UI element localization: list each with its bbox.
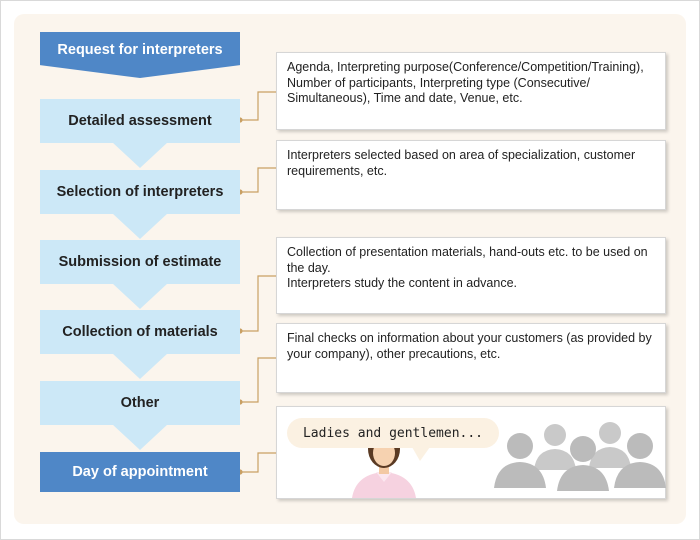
connector-assessment bbox=[240, 91, 276, 121]
note-card-other: Final checks on information about your c… bbox=[276, 323, 666, 393]
step-collection-of-materials: Collection of materials bbox=[40, 310, 240, 354]
step-day-of-appointment: Day of appointment bbox=[40, 452, 240, 492]
connector-materials bbox=[240, 275, 276, 332]
connector-day bbox=[240, 452, 276, 473]
speech-bubble: Ladies and gentlemen... bbox=[287, 418, 499, 448]
speech-bubble-tail bbox=[412, 447, 430, 461]
audience-icon bbox=[534, 422, 631, 470]
connector-other bbox=[240, 357, 276, 403]
note-card-selection: Interpreters selected based on area of s… bbox=[276, 140, 666, 210]
step-submission-of-estimate: Submission of estimate bbox=[40, 240, 240, 284]
note-selection-text: Interpreters selected based on area of s… bbox=[287, 148, 636, 178]
note-card-materials: Collection of presentation materials, ha… bbox=[276, 237, 666, 314]
step-other: Other bbox=[40, 381, 240, 425]
step-detailed-assessment: Detailed assessment bbox=[40, 99, 240, 143]
note-card-assessment: Agenda, Interpreting purpose(Conference/… bbox=[276, 52, 666, 130]
note-other-text: Final checks on information about your c… bbox=[287, 331, 652, 361]
note-materials-line2: Interpreters study the content in advanc… bbox=[287, 276, 517, 290]
note-materials-line1: Collection of presentation materials, ha… bbox=[287, 245, 648, 275]
connector-selection bbox=[240, 167, 276, 193]
step-selection-of-interpreters: Selection of interpreters bbox=[40, 170, 240, 214]
note-assessment-text: Agenda, Interpreting purpose(Conference/… bbox=[287, 60, 644, 105]
